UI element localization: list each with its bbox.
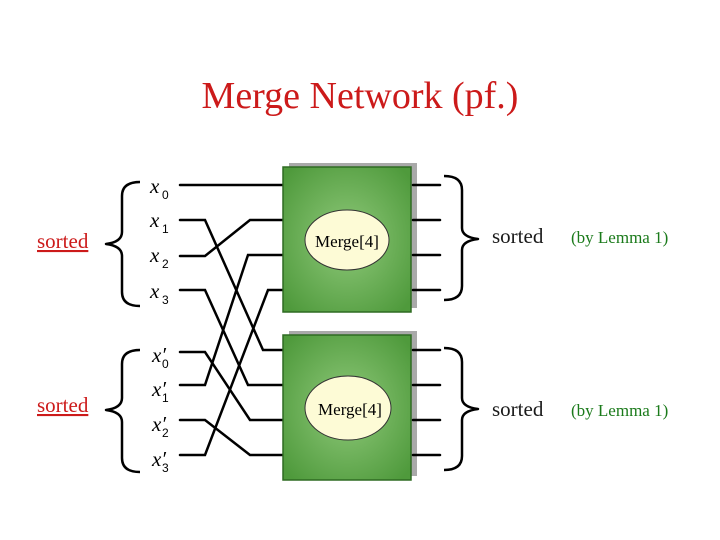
svg-text:x′: x′ [151, 412, 166, 436]
merge-box-bottom: Merge[4] [282, 331, 417, 481]
svg-text:x: x [149, 174, 160, 198]
wire-x3-prime [178, 288, 289, 457]
wire-x1-prime [178, 253, 289, 387]
input-label-x0-prime: x′ 0 [151, 343, 169, 371]
input-label-x3: x 3 [149, 279, 169, 307]
left-brace-bottom [104, 348, 141, 474]
wire-x0-prime [178, 350, 289, 422]
svg-text:1: 1 [162, 222, 169, 236]
svg-text:0: 0 [162, 188, 169, 202]
svg-text:x′: x′ [151, 343, 166, 367]
input-label-x1-prime: x′ 1 [151, 377, 169, 405]
merge-box-top: Merge[4] [282, 163, 417, 313]
svg-text:x′: x′ [151, 377, 166, 401]
left-brace-top [104, 180, 141, 308]
routing-wires [178, 183, 289, 457]
lemma-note-top: (by Lemma 1) [571, 228, 668, 247]
right-brace-top [443, 174, 480, 302]
page-title: Merge Network (pf.) [202, 75, 519, 117]
wire-x1 [178, 218, 289, 352]
output-wires [411, 183, 442, 457]
input-label-x2: x 2 [149, 243, 169, 271]
left-sorted-label-top: sorted [37, 229, 89, 253]
svg-text:x: x [149, 243, 160, 267]
right-brace-bottom [443, 346, 480, 472]
svg-text:2: 2 [162, 257, 169, 271]
right-sorted-label-bottom: sorted [492, 397, 544, 421]
svg-text:3: 3 [162, 293, 169, 307]
left-sorted-label-bottom: sorted [37, 393, 89, 417]
svg-text:0: 0 [162, 357, 169, 371]
right-sorted-label-top: sorted [492, 224, 544, 248]
merge-box-top-label: Merge[4] [315, 232, 379, 251]
svg-text:3: 3 [162, 461, 169, 475]
svg-text:1: 1 [162, 391, 169, 405]
merge-box-bottom-oval [304, 375, 392, 441]
input-label-x3-prime: x′ 3 [151, 447, 169, 475]
svg-text:2: 2 [162, 426, 169, 440]
svg-text:x: x [149, 279, 160, 303]
lemma-note-bottom: (by Lemma 1) [571, 401, 668, 420]
wire-x3 [178, 288, 289, 387]
svg-text:x: x [149, 208, 160, 232]
merge-box-bottom-label: Merge[4] [318, 400, 382, 419]
input-label-x2-prime: x′ 2 [151, 412, 169, 440]
input-label-x1: x 1 [149, 208, 169, 236]
svg-text:x′: x′ [151, 447, 166, 471]
merge-box-top-oval [304, 209, 390, 271]
wire-x2-prime [178, 418, 289, 457]
wire-x2 [178, 218, 289, 258]
input-label-x0: x 0 [149, 174, 169, 202]
